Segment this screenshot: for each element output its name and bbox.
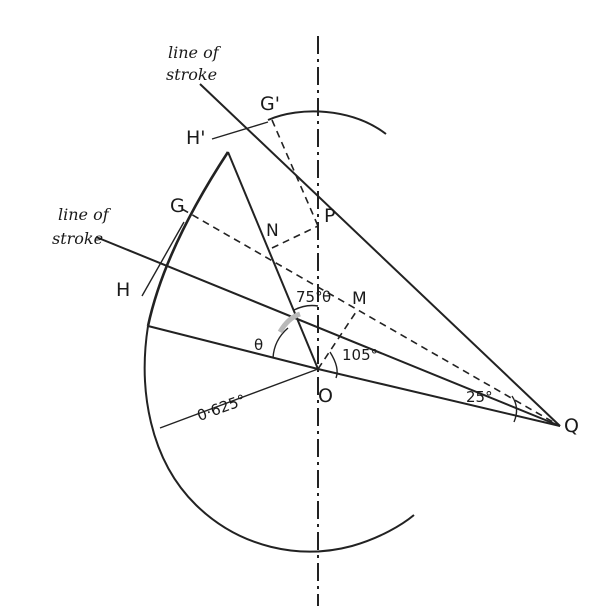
tangent-h [141, 221, 185, 297]
label-h-prime: H' [186, 127, 206, 149]
label-m: M [352, 289, 367, 309]
label-g-prime: G' [260, 93, 280, 115]
label-angle-105: 105° [342, 346, 378, 364]
label-q: Q [564, 415, 579, 437]
label-line-of-stroke-top-1: line of [168, 43, 222, 62]
angle-arc-25 [511, 395, 518, 423]
label-p: P [324, 205, 335, 227]
label-angle-25: 25° [466, 388, 493, 406]
radius-oh-prime [227, 151, 319, 370]
tangent-h-prime [211, 121, 269, 140]
label-line-of-stroke-left-2: stroke [52, 229, 103, 248]
outer-arc [267, 110, 387, 135]
upper-line-of-stroke [199, 83, 561, 427]
dashed-n-p [271, 225, 319, 249]
angle-arc-75 [293, 304, 319, 311]
label-line-of-stroke-left-1: line of [58, 205, 112, 224]
angle-arc-theta [272, 327, 289, 359]
radius-oh [147, 325, 319, 370]
angle-arc-105 [329, 351, 338, 379]
line-oq [317, 368, 561, 427]
label-theta-upper: θ [322, 288, 331, 306]
dashed-g-prime-p [271, 119, 319, 227]
dashed-g-q [181, 208, 561, 427]
lower-arc [143, 325, 415, 553]
left-line-of-stroke [95, 236, 561, 427]
label-line-of-stroke-top-2: stroke [166, 65, 217, 84]
label-n: N [266, 221, 279, 241]
label-theta-lower: θ [254, 336, 263, 354]
radius-dimension-line [159, 368, 319, 429]
theta-shading [277, 311, 301, 334]
label-o: O [318, 385, 333, 407]
label-radius: 0·625° [195, 391, 249, 425]
label-g: G [170, 195, 185, 217]
label-angle-75: 75° [296, 288, 323, 306]
profile-arc [146, 151, 230, 327]
label-h: H [116, 279, 130, 301]
